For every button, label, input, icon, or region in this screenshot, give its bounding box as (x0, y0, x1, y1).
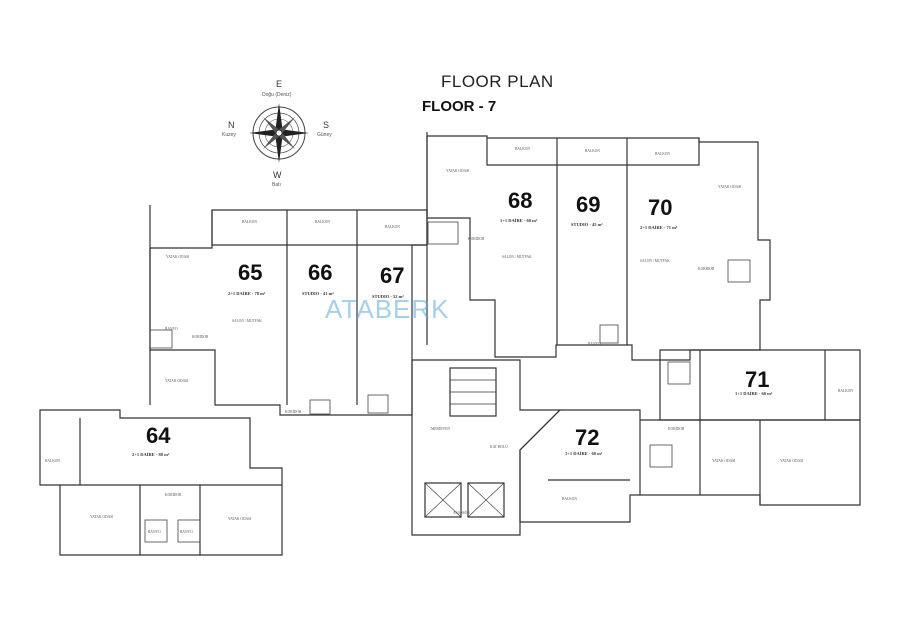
unit-65-number: 65 (238, 260, 262, 285)
room-yatak: YATAK ODASI (780, 459, 804, 463)
unit-70-number: 70 (648, 195, 672, 220)
watermark-logo: ATABERK (325, 294, 450, 324)
room-banyo: BANYO (588, 342, 601, 346)
room-koridor: KORİDOR (165, 492, 182, 497)
unit-64-type: 2+1 DAİRE - 88 m² (132, 452, 170, 457)
room-banyo: BANYO (165, 327, 178, 331)
room-balkon: BALKON (45, 459, 60, 463)
unit-70-type: 2+1 DAİRE - 71 m² (640, 225, 678, 230)
room-balkon: BALKON (515, 147, 530, 151)
wall-outline-core (411, 359, 562, 536)
compass-w-sub: Batı (272, 182, 281, 188)
room-koridor: KORİDOR (285, 409, 302, 414)
unit-68-type: 1+1 DAİRE - 60 m² (500, 218, 538, 223)
room-balkon: BALKON (585, 149, 600, 153)
unit-65-type: 2+1 DAİRE - 78 m² (228, 291, 266, 296)
compass-w-label: W (273, 170, 282, 180)
elevator-1 (424, 482, 462, 518)
room-yatak: YATAK ODASI (712, 459, 736, 463)
room-balkon: BALKON (385, 225, 400, 229)
room-yatak: YATAK ODASI (166, 255, 190, 259)
unit-68-number: 68 (508, 188, 532, 213)
room-koridor: KORİDOR (192, 334, 209, 339)
unit-67-number: 67 (380, 263, 404, 288)
room-salon: SALON / MUTFAK (502, 255, 532, 259)
room-kat-holu: KAT HOLÜ (490, 444, 508, 449)
room-koridor: KORİDOR (468, 236, 485, 241)
unit-71-type: 1+1 DAİRE - 60 m² (735, 391, 773, 396)
room-balkon: BALKON (562, 497, 577, 501)
room-banyo: BANYO (180, 530, 193, 534)
room-balkon: BALKON (838, 389, 853, 393)
elevator-2 (467, 482, 505, 518)
room-salon: SALON / MUTFAK (640, 259, 670, 263)
compass-n-label: N (228, 120, 235, 130)
unit-67-type: STUDIO - 52 m² (372, 294, 404, 299)
room-yatak: YATAK ODASI (228, 517, 252, 521)
room-balkon: BALKON (315, 220, 330, 224)
wall-outline-unit-64 (39, 409, 283, 556)
compass-s-label: S (323, 120, 329, 130)
page-title: FLOOR PLAN (441, 72, 554, 91)
unit-69-type: STUDIO - 45 m² (571, 222, 603, 227)
unit-66-number: 66 (308, 260, 332, 285)
unit-69-number: 69 (576, 192, 600, 217)
compass-e-label: E (276, 79, 282, 89)
wall-outline-east-block (426, 132, 771, 361)
compass-s-sub: Güney (317, 132, 332, 138)
room-koridor: KORİDOR (668, 426, 685, 431)
unit-72-number: 72 (575, 425, 599, 450)
room-koridor: KORİDOR (698, 266, 715, 271)
room-banyo: BANYO (148, 530, 161, 534)
floor-label: FLOOR - 7 (422, 98, 497, 115)
unit-66-type: STUDIO - 41 m² (302, 291, 334, 296)
room-balkon: BALKON (655, 152, 670, 156)
compass-e-sub: Doğu (Deniz) (262, 92, 292, 98)
room-asansor: ASANSÖR (453, 510, 470, 515)
room-yatak: YATAK ODASI (90, 515, 114, 519)
room-salon: SALON / MUTFAK (232, 319, 262, 323)
balcony-row-east (486, 138, 700, 166)
room-yatak: YATAK ODASI (446, 169, 470, 173)
unit-71-number: 71 (745, 367, 769, 392)
room-yatak: YATAK ODASI (165, 379, 189, 383)
room-yatak: YATAK ODASI (718, 185, 742, 189)
compass-rose (249, 103, 309, 163)
compass-n-sub: Kuzey (222, 132, 236, 138)
room-merdiven: MERDİVEN (431, 426, 450, 431)
wall-outline-unit-72 (519, 409, 861, 523)
unit-72-type: 1+1 DAİRE - 60 m² (565, 451, 603, 456)
unit-64-number: 64 (146, 423, 171, 448)
room-balkon: BALKON (242, 220, 257, 224)
